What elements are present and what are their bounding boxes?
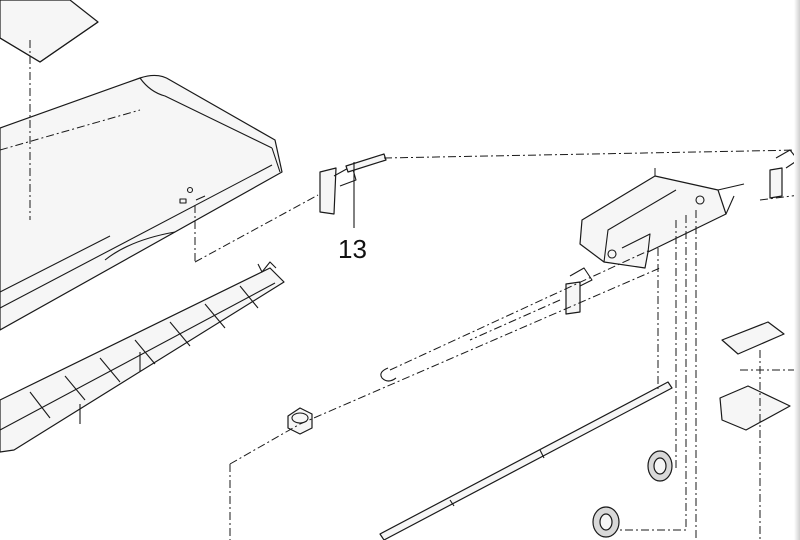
ribbed-paper-guide <box>0 261 285 453</box>
leader-lines <box>0 40 800 540</box>
tray-housing <box>0 74 283 331</box>
frame-bracket <box>579 175 745 269</box>
snap-ring <box>380 367 397 382</box>
top-cover-plate <box>0 0 99 63</box>
drive-shaft <box>379 381 673 540</box>
callout-13: 13 <box>338 200 367 264</box>
callout-label: 13 <box>338 234 367 264</box>
bearing-upper <box>647 450 673 482</box>
guide-plate-lower <box>719 385 791 431</box>
bushing <box>287 407 313 435</box>
lever-bracket <box>319 153 387 215</box>
scan-edge-shadow <box>794 0 800 540</box>
clip-middle <box>565 267 593 315</box>
guide-plate-upper <box>721 321 785 355</box>
bearing-lower <box>592 506 620 538</box>
